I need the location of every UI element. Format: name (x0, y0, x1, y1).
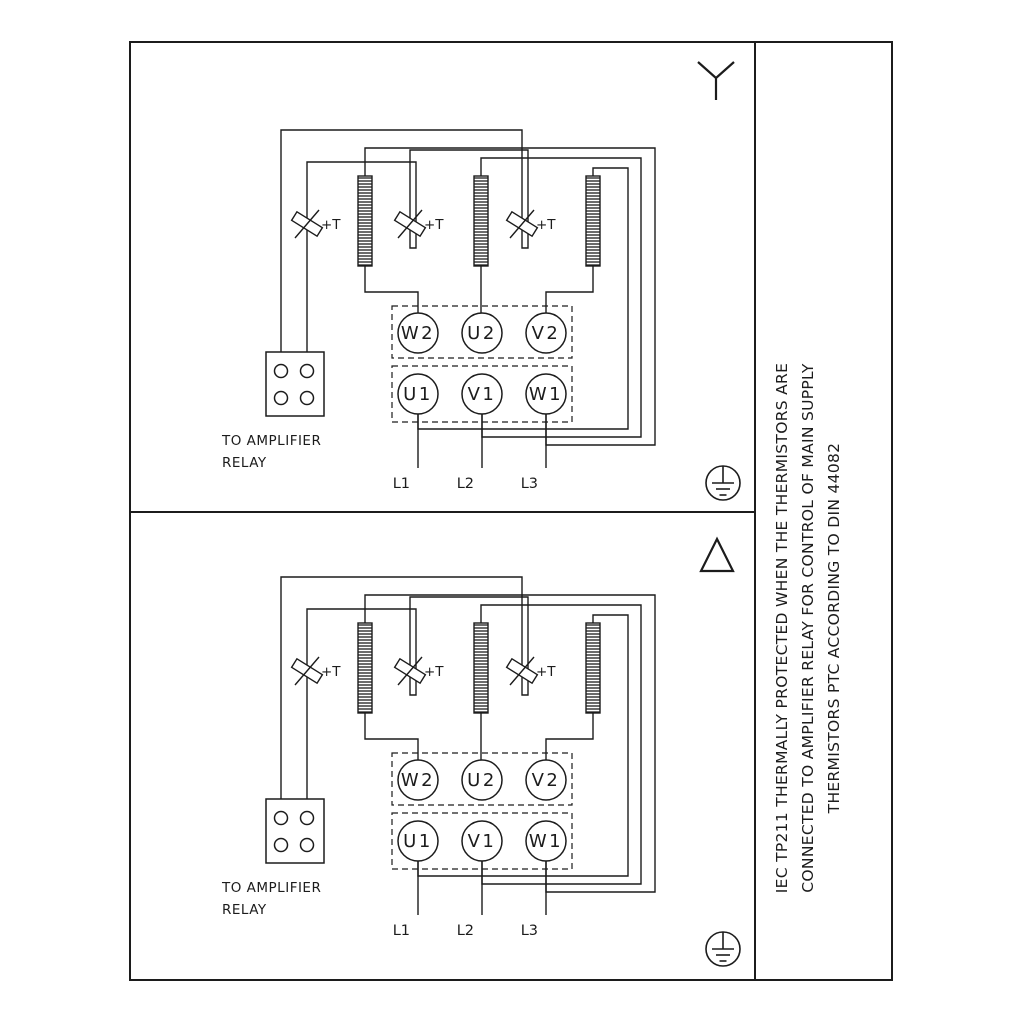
star-icon (697, 61, 735, 100)
earth-ground-icon (705, 465, 741, 501)
delta-panel-labels: W2 U2 V2 U1 V1 W1 +T +T +T L1 L2 L3 TO A… (221, 664, 563, 939)
terminal-w1: W1 (529, 384, 563, 405)
side-note: IEC TP211 THERMALLY PROTECTED WHEN THE T… (773, 363, 843, 893)
amplifier-relay-note-line1: TO AMPLIFIER (221, 880, 321, 896)
side-note-line2: CONNECTED TO AMPLIFIER RELAY FOR CONTROL… (799, 363, 817, 893)
star-panel-labels: W2 U2 V2 U1 V1 W1 +T +T +T L1 L2 L3 TO A… (221, 217, 563, 492)
thermistor-label: +T (424, 664, 444, 680)
amplifier-relay-note-line2: RELAY (222, 902, 267, 918)
supply-line-label-l1: L1 (393, 476, 410, 492)
terminal-w2: W2 (401, 323, 435, 344)
terminal-u1: U1 (403, 831, 433, 852)
thermistor-label: +T (321, 664, 341, 680)
supply-line-label-l2: L2 (457, 476, 474, 492)
earth-ground-icon (705, 931, 741, 967)
terminal-v1: V1 (468, 831, 497, 852)
star-panel-wiring (265, 129, 656, 469)
thermistor-label: +T (536, 217, 556, 233)
amplifier-relay-note-line2: RELAY (222, 455, 267, 471)
terminal-u2: U2 (467, 770, 497, 791)
thermistor-label: +T (321, 217, 341, 233)
delta-icon (699, 536, 735, 573)
delta-panel-wiring (265, 576, 656, 916)
supply-line-label-l3: L3 (521, 923, 538, 939)
terminal-u2: U2 (467, 323, 497, 344)
side-note-line1: IEC TP211 THERMALLY PROTECTED WHEN THE T… (773, 363, 791, 893)
terminal-w1: W1 (529, 831, 563, 852)
terminal-v1: V1 (468, 384, 497, 405)
terminal-v2: V2 (532, 770, 561, 791)
terminal-v2: V2 (532, 323, 561, 344)
supply-line-label-l3: L3 (521, 476, 538, 492)
supply-line-label-l1: L1 (393, 923, 410, 939)
amplifier-relay-note-line1: TO AMPLIFIER (221, 433, 321, 449)
thermistor-label: +T (424, 217, 444, 233)
terminal-u1: U1 (403, 384, 433, 405)
terminal-w2: W2 (401, 770, 435, 791)
thermistor-label: +T (536, 664, 556, 680)
side-note-line3: THERMISTORS PTC ACCORDING TO DIN 44082 (825, 443, 843, 815)
supply-line-label-l2: L2 (457, 923, 474, 939)
